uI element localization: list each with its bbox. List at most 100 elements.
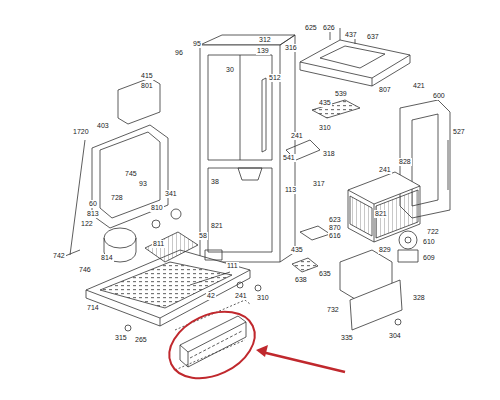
callout-number: 625 bbox=[304, 24, 318, 32]
cabinet bbox=[280, 35, 295, 262]
callout-number: 111 bbox=[226, 262, 239, 270]
bottom-grille bbox=[180, 345, 188, 367]
evaporator-cover bbox=[448, 140, 449, 190]
evaporator bbox=[348, 190, 374, 242]
callout-number: 403 bbox=[96, 122, 110, 130]
callout-number: 304 bbox=[388, 332, 402, 340]
cabinet bbox=[200, 35, 295, 45]
callout-number: 745 bbox=[124, 170, 138, 178]
callout-number: 732 bbox=[326, 306, 340, 314]
callout-number: 742 bbox=[52, 252, 66, 260]
callout-number: 626 bbox=[322, 24, 336, 32]
highlight-marker bbox=[262, 352, 345, 372]
callout-number: 728 bbox=[110, 194, 124, 202]
cabinet bbox=[208, 168, 272, 252]
bottom-grille bbox=[188, 322, 246, 367]
bottom-grille bbox=[175, 300, 250, 370]
callout-number: 609 bbox=[422, 254, 436, 262]
compressor-and-base bbox=[190, 272, 230, 285]
callout-number: 113 bbox=[284, 186, 297, 194]
callout-number: 870 bbox=[328, 224, 342, 232]
callout-number: 315 bbox=[114, 334, 128, 342]
callout-number: 310 bbox=[318, 124, 332, 132]
callout-number: 341 bbox=[164, 190, 178, 198]
callout-number: 623 bbox=[328, 216, 342, 224]
callout-number: 539 bbox=[334, 90, 348, 98]
callout-number: 435 bbox=[290, 246, 304, 254]
callout-number: 96 bbox=[174, 49, 184, 57]
callout-number: 437 bbox=[344, 31, 358, 39]
callout-number: 317 bbox=[312, 180, 326, 188]
callout-number: 828 bbox=[398, 158, 412, 166]
cabinet bbox=[262, 78, 266, 152]
bottom-grille bbox=[175, 300, 250, 370]
callout-number: 714 bbox=[86, 304, 100, 312]
top-panel bbox=[372, 55, 410, 86]
top-panel bbox=[300, 28, 410, 118]
lower-parts bbox=[255, 285, 261, 291]
callout-number: 610 bbox=[422, 238, 436, 246]
callout-number: 95 bbox=[192, 40, 202, 48]
callout-number: 821 bbox=[210, 222, 224, 230]
callout-number: 93 bbox=[138, 180, 148, 188]
callout-number: 60 bbox=[88, 200, 98, 208]
lower-parts bbox=[395, 319, 401, 325]
callout-number: 807 bbox=[378, 86, 392, 94]
top-panel bbox=[312, 100, 360, 118]
callout-number: 746 bbox=[78, 266, 92, 274]
callout-number: 829 bbox=[378, 246, 392, 254]
callout-number: 122 bbox=[80, 220, 94, 228]
callout-number: 139 bbox=[256, 47, 270, 55]
back-cover bbox=[118, 78, 160, 124]
callout-number: 600 bbox=[432, 92, 446, 100]
lower-parts bbox=[398, 250, 418, 262]
callout-number: 328 bbox=[412, 294, 426, 302]
evaporator bbox=[350, 196, 372, 236]
compressor-and-base bbox=[205, 250, 222, 260]
back-cover bbox=[60, 140, 85, 258]
cabinet bbox=[200, 35, 295, 262]
callout-number: 527 bbox=[452, 128, 466, 136]
top-panel bbox=[300, 40, 410, 78]
callout-number: 241 bbox=[290, 132, 304, 140]
callout-number: 637 bbox=[366, 33, 380, 41]
compressor-and-base bbox=[145, 232, 198, 262]
callout-number: 335 bbox=[340, 334, 354, 342]
lower-parts bbox=[125, 140, 418, 331]
back-cover bbox=[60, 78, 168, 258]
compressor-and-base bbox=[152, 220, 160, 228]
compressor-and-base bbox=[104, 228, 136, 248]
callout-number: 435 bbox=[318, 99, 332, 107]
callout-number: 58 bbox=[198, 232, 208, 240]
callout-number: 821 bbox=[374, 210, 388, 218]
lower-parts bbox=[350, 280, 402, 330]
top-panel bbox=[300, 62, 372, 86]
callout-number: 722 bbox=[426, 228, 440, 236]
callout-number: 241 bbox=[378, 166, 392, 174]
callout-number: 38 bbox=[210, 178, 220, 186]
highlight-marker bbox=[256, 345, 268, 357]
callout-number: 541 bbox=[282, 154, 296, 162]
highlight-marker bbox=[159, 299, 266, 391]
compressor-and-base bbox=[171, 209, 181, 219]
callout-number: 42 bbox=[206, 292, 216, 300]
callout-number: 814 bbox=[100, 254, 114, 262]
lower-parts bbox=[237, 282, 243, 288]
compressor-and-base bbox=[86, 209, 250, 326]
compressor-and-base bbox=[100, 262, 232, 308]
back-cover bbox=[92, 125, 168, 228]
callout-number: 635 bbox=[318, 270, 332, 278]
evaporator bbox=[374, 186, 420, 242]
callout-number: 30 bbox=[225, 66, 235, 74]
cabinet bbox=[208, 55, 272, 160]
callout-number: 616 bbox=[328, 232, 342, 240]
callout-number: 310 bbox=[256, 294, 270, 302]
callout-number: 241 bbox=[234, 292, 248, 300]
callout-number: 811 bbox=[152, 240, 165, 248]
callout-number: 512 bbox=[268, 74, 282, 82]
callout-number: 810 bbox=[150, 204, 164, 212]
callout-number: 265 bbox=[134, 336, 148, 344]
callout-number: 1720 bbox=[72, 128, 90, 136]
